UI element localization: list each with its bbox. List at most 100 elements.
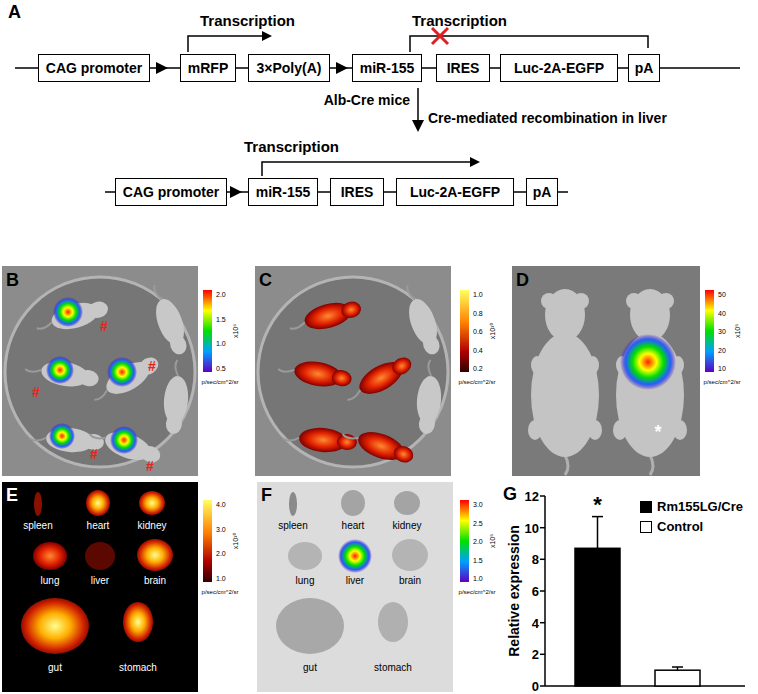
element-name: pA bbox=[635, 60, 654, 76]
organ-bioluminescence-photo bbox=[392, 539, 428, 571]
element-name: miR-155 bbox=[256, 184, 310, 200]
bar-chart bbox=[672, 666, 683, 668]
organ-fluorescence-photo bbox=[2, 482, 198, 692]
transgenic-mark: # bbox=[32, 385, 40, 399]
asterisk: * bbox=[654, 423, 661, 441]
scale-exponent: x10¹⁰ bbox=[232, 533, 239, 549]
blocked-mark bbox=[432, 28, 448, 44]
organ-bioluminescence-photo bbox=[341, 490, 365, 516]
organ-fluorescence-photo bbox=[2, 482, 198, 692]
organ-fluorescence-photo bbox=[137, 539, 173, 571]
bioluminescence-photo bbox=[33, 296, 111, 338]
organ-bioluminescence-photo bbox=[394, 491, 420, 515]
panel-letter: B bbox=[6, 271, 19, 289]
element-name: IRES bbox=[447, 60, 480, 76]
construct-box: CAG promoter bbox=[38, 54, 150, 82]
bar-chart bbox=[592, 516, 603, 518]
fluorescence-photo bbox=[339, 421, 417, 469]
bar-chart bbox=[597, 517, 599, 549]
element-name: mRFP bbox=[188, 60, 228, 76]
panel-letter: A bbox=[8, 3, 21, 21]
element-name: miR-155 bbox=[360, 60, 414, 76]
element-name: pA bbox=[533, 184, 552, 200]
bioluminescence-photo bbox=[110, 426, 138, 454]
organ-label: lung bbox=[41, 576, 60, 586]
organ-label: lung bbox=[296, 576, 315, 586]
bioluminescence-photo bbox=[87, 351, 163, 409]
tick-label: 2 bbox=[532, 648, 539, 661]
bar-chart bbox=[540, 685, 545, 687]
panel-letter: E bbox=[6, 486, 18, 504]
tick-label: 10 bbox=[718, 365, 726, 372]
tick-label: 1.0 bbox=[216, 575, 226, 582]
organ-label: stomach bbox=[119, 663, 157, 673]
organ-fluorescence-photo bbox=[86, 490, 110, 516]
organ-bioluminescence-photo bbox=[276, 598, 344, 654]
construct-art bbox=[15, 67, 38, 69]
tick-label: 0.5 bbox=[216, 365, 226, 372]
dna-backbone bbox=[422, 67, 436, 69]
tick-label: 2.0 bbox=[473, 538, 483, 545]
organ-bioluminescence-photo bbox=[257, 482, 453, 692]
construct-art bbox=[105, 191, 115, 193]
organ-label: kidney bbox=[138, 521, 167, 531]
tick-label: 0.2 bbox=[473, 365, 483, 372]
organ-bioluminescence-photo bbox=[257, 482, 453, 692]
significance-asterisk: * bbox=[593, 494, 602, 516]
bar-chart bbox=[540, 559, 545, 561]
panel-letter: G bbox=[503, 485, 517, 503]
blocked-mark bbox=[432, 28, 448, 44]
fluorescence-photo bbox=[277, 355, 354, 391]
fluorescence-photo bbox=[414, 359, 444, 435]
legend-swatch bbox=[640, 521, 652, 533]
element-name: Luc-2A-EGFP bbox=[410, 184, 500, 200]
legend-text: Control bbox=[657, 519, 703, 534]
transgenic-mark: # bbox=[90, 447, 98, 461]
tick-label: 50 bbox=[718, 291, 726, 298]
element-name: IRES bbox=[341, 184, 374, 200]
construct-box: IRES bbox=[330, 178, 384, 206]
color-scale bbox=[705, 290, 714, 372]
transgenic-mark: # bbox=[148, 359, 156, 373]
organ-label: kidney bbox=[393, 521, 422, 531]
organ-fluorescence-photo bbox=[34, 492, 42, 516]
tick-label: 3.0 bbox=[216, 525, 226, 532]
transcription-label: Transcription bbox=[412, 13, 507, 28]
arrowheads bbox=[470, 157, 480, 167]
color-scale bbox=[460, 290, 469, 372]
organ-label: heart bbox=[342, 521, 365, 531]
bioluminescence-photo bbox=[107, 357, 137, 387]
tick-label: 1.0 bbox=[473, 575, 483, 582]
construct-box: pA bbox=[628, 54, 660, 82]
transgenic-mark: # bbox=[100, 319, 108, 333]
tick-label: 0.6 bbox=[473, 328, 483, 335]
cross-label: Alb-Cre mice bbox=[324, 93, 410, 107]
construct-box: miR-155 bbox=[248, 178, 318, 206]
construct-box: Luc-2A-EGFP bbox=[500, 54, 618, 82]
construct-box: pA bbox=[526, 178, 558, 206]
tick-label: 0.8 bbox=[473, 309, 483, 316]
bioluminescence-photo bbox=[46, 356, 74, 384]
construct-box: mRFP bbox=[180, 54, 236, 82]
tick-label: 3.0 bbox=[473, 501, 483, 508]
bioluminescence-photo bbox=[53, 297, 83, 327]
organ-label: spleen bbox=[278, 521, 307, 531]
fluorescence-photo bbox=[255, 266, 451, 476]
tick-label: 40 bbox=[718, 309, 726, 316]
tick-label: 10 bbox=[525, 521, 539, 534]
blocked-mark bbox=[432, 28, 448, 44]
organ-label: gut bbox=[303, 663, 317, 673]
bar-chart bbox=[540, 496, 745, 686]
dna-backbone bbox=[384, 191, 396, 193]
organ-label: brain bbox=[144, 576, 166, 586]
construct-box: 3×Poly(A) bbox=[248, 54, 330, 82]
fluorescence-photo bbox=[282, 425, 358, 455]
unit-label: p/sec/cm^2/sr bbox=[202, 379, 239, 385]
bar-chart bbox=[540, 495, 545, 497]
recombination-label: Cre-mediated recombination in liver bbox=[428, 111, 667, 125]
dna-backbone bbox=[150, 67, 180, 69]
organ-bioluminescence-photo bbox=[378, 602, 408, 642]
organ-label: brain bbox=[399, 576, 421, 586]
dna-backbone bbox=[330, 67, 352, 69]
